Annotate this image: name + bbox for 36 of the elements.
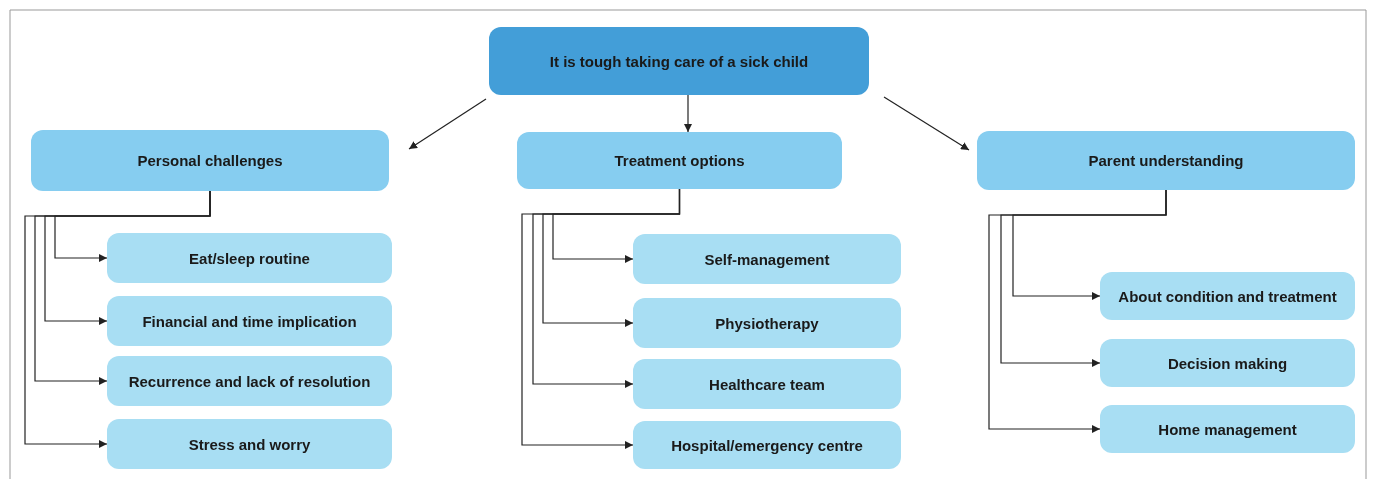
node-label: Hospital/emergency centre <box>670 435 864 456</box>
connector-arrow <box>684 94 692 133</box>
node-label: Parent understanding <box>1087 151 1245 171</box>
subtopic-box <box>633 359 901 409</box>
node-label: Home management <box>1157 419 1298 440</box>
topic-box <box>489 27 869 95</box>
category-box <box>31 130 389 191</box>
node-label: Personal challenges <box>136 151 284 171</box>
node-label: Decision making <box>1166 353 1289 374</box>
subtopic-box <box>633 421 901 469</box>
category-box <box>517 132 842 189</box>
connector-arrow <box>883 96 970 151</box>
node-label: Recurrence and lack of resolution <box>127 371 372 392</box>
connector-arrow <box>988 189 1167 433</box>
node-label: Eat/sleep routine <box>188 248 311 269</box>
subtopic-box <box>107 356 392 406</box>
subtopic-box <box>107 233 392 283</box>
subtopic-box <box>633 298 901 348</box>
node-label: Financial and time implication <box>141 311 358 332</box>
node-label: It is tough taking care of a sick child <box>548 51 810 72</box>
subtopic-box <box>1100 272 1355 320</box>
subtopic-box <box>1100 339 1355 387</box>
node-label: Healthcare team <box>708 374 826 395</box>
connector-arrow <box>408 98 487 150</box>
node-label: Self-management <box>703 249 831 270</box>
subtopic-box <box>633 234 901 284</box>
node-label: Physiotherapy <box>714 313 820 334</box>
node-label: About condition and treatment <box>1117 286 1338 307</box>
subtopic-box <box>107 419 392 469</box>
node-label: Stress and worry <box>187 434 312 455</box>
subtopic-box <box>107 296 392 346</box>
connector-arrow <box>24 190 211 448</box>
connector-arrow <box>521 188 681 449</box>
node-label: Treatment options <box>613 151 746 171</box>
subtopic-box <box>1100 405 1355 453</box>
category-box <box>977 131 1355 190</box>
